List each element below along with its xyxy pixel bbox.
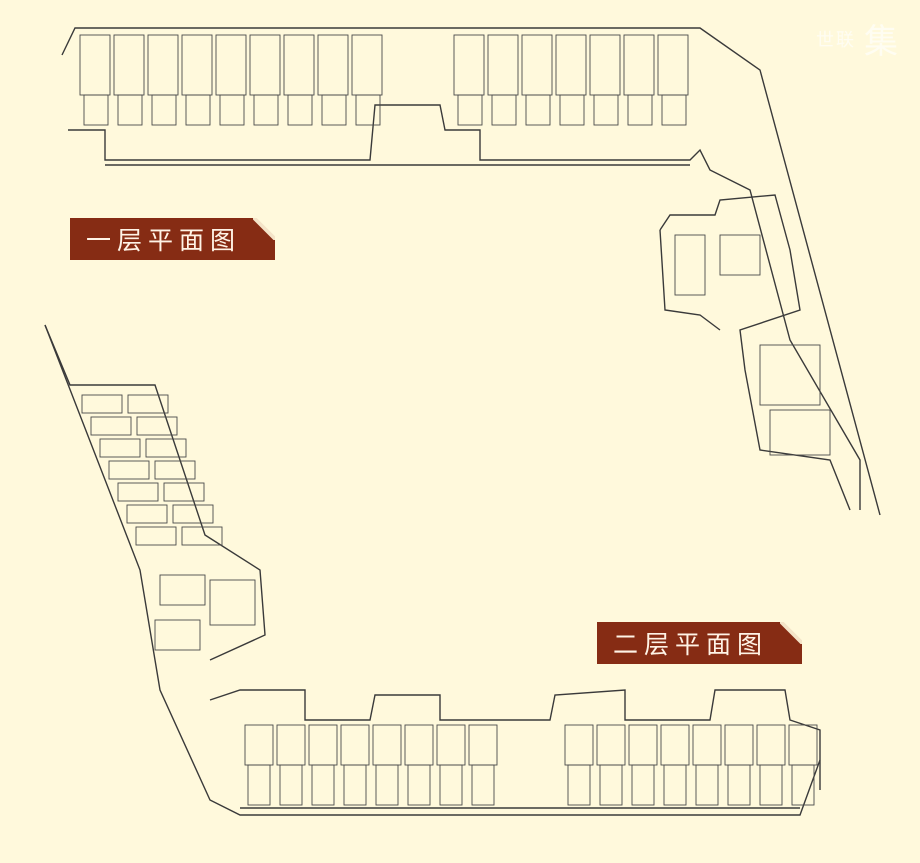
room-outline bbox=[163, 482, 205, 502]
watermark-logo: 世联 集 bbox=[816, 14, 898, 63]
floor2-title: 二层平面图 bbox=[597, 622, 802, 664]
floor1-title: 一层平面图 bbox=[70, 218, 275, 260]
room-outline bbox=[83, 94, 109, 126]
room-outline bbox=[567, 764, 591, 806]
label-corner-decoration bbox=[780, 622, 802, 644]
room-outline bbox=[172, 504, 214, 524]
room-outline bbox=[468, 724, 498, 766]
room-outline bbox=[471, 764, 495, 806]
room-outline bbox=[209, 579, 256, 626]
room-outline bbox=[631, 764, 655, 806]
room-outline bbox=[117, 94, 143, 126]
room-outline bbox=[555, 34, 587, 96]
room-outline bbox=[724, 724, 754, 766]
room-outline bbox=[791, 764, 815, 806]
room-outline bbox=[308, 724, 338, 766]
room-outline bbox=[599, 764, 623, 806]
room-outline bbox=[372, 724, 402, 766]
room-outline bbox=[181, 526, 223, 546]
floor2-outline-bottom bbox=[209, 689, 821, 790]
floor2-title-text: 二层平面图 bbox=[613, 630, 769, 659]
room-outline bbox=[136, 416, 178, 436]
room-outline bbox=[117, 482, 159, 502]
room-outline bbox=[253, 94, 279, 126]
room-outline bbox=[660, 724, 690, 766]
room-outline bbox=[317, 34, 349, 96]
room-outline bbox=[628, 724, 658, 766]
room-outline bbox=[219, 94, 245, 126]
room-outline bbox=[375, 764, 399, 806]
room-outline bbox=[145, 438, 187, 458]
room-outline bbox=[108, 460, 150, 480]
room-outline bbox=[627, 94, 653, 126]
room-outline bbox=[287, 94, 313, 126]
floor1-title-text: 一层平面图 bbox=[86, 226, 242, 255]
room-outline bbox=[759, 344, 821, 406]
floor1-right-wing bbox=[659, 194, 851, 511]
room-outline bbox=[674, 234, 706, 296]
room-outline bbox=[457, 94, 483, 126]
room-outline bbox=[788, 724, 818, 766]
room-outline bbox=[695, 764, 719, 806]
room-outline bbox=[276, 724, 306, 766]
room-outline bbox=[487, 34, 519, 96]
room-outline bbox=[247, 764, 271, 806]
floor1-outline-top bbox=[61, 27, 881, 516]
room-outline bbox=[436, 724, 466, 766]
room-outline bbox=[663, 764, 687, 806]
room-outline bbox=[559, 94, 585, 126]
room-outline bbox=[596, 724, 626, 766]
room-outline bbox=[79, 34, 111, 96]
room-outline bbox=[756, 724, 786, 766]
room-outline bbox=[127, 394, 169, 414]
room-outline bbox=[215, 34, 247, 96]
room-outline bbox=[589, 34, 621, 96]
room-outline bbox=[491, 94, 517, 126]
room-outline bbox=[351, 34, 383, 96]
room-outline bbox=[453, 34, 485, 96]
room-outline bbox=[343, 764, 367, 806]
room-outline bbox=[657, 34, 689, 96]
room-outline bbox=[126, 504, 168, 524]
room-outline bbox=[321, 94, 347, 126]
room-outline bbox=[154, 460, 196, 480]
room-outline bbox=[81, 394, 123, 414]
room-outline bbox=[90, 416, 132, 436]
room-outline bbox=[135, 526, 177, 546]
room-outline bbox=[692, 724, 722, 766]
label-corner-decoration bbox=[253, 218, 275, 240]
room-outline bbox=[727, 764, 751, 806]
room-outline bbox=[185, 94, 211, 126]
room-outline bbox=[407, 764, 431, 806]
floor1-outline-inner bbox=[68, 104, 861, 510]
room-outline bbox=[439, 764, 463, 806]
room-outline bbox=[311, 764, 335, 806]
room-outline bbox=[159, 574, 206, 606]
room-outline bbox=[623, 34, 655, 96]
room-outline bbox=[661, 94, 687, 126]
room-outline bbox=[593, 94, 619, 126]
room-outline bbox=[154, 619, 201, 651]
room-outline bbox=[279, 764, 303, 806]
room-outline bbox=[113, 34, 145, 96]
room-outline bbox=[719, 234, 761, 276]
room-outline bbox=[769, 409, 831, 456]
room-outline bbox=[759, 764, 783, 806]
room-outline bbox=[99, 438, 141, 458]
room-outline bbox=[249, 34, 281, 96]
room-outline bbox=[521, 34, 553, 96]
room-outline bbox=[244, 724, 274, 766]
watermark-mark: 集 bbox=[864, 22, 898, 62]
room-outline bbox=[525, 94, 551, 126]
room-outline bbox=[355, 94, 381, 126]
floor2-outline-left bbox=[44, 324, 266, 661]
room-outline bbox=[564, 724, 594, 766]
room-outline bbox=[340, 724, 370, 766]
room-outline bbox=[181, 34, 213, 96]
room-outline bbox=[147, 34, 179, 96]
room-outline bbox=[404, 724, 434, 766]
watermark-brand: 世联 bbox=[816, 29, 856, 51]
room-outline bbox=[283, 34, 315, 96]
room-outline bbox=[151, 94, 177, 126]
